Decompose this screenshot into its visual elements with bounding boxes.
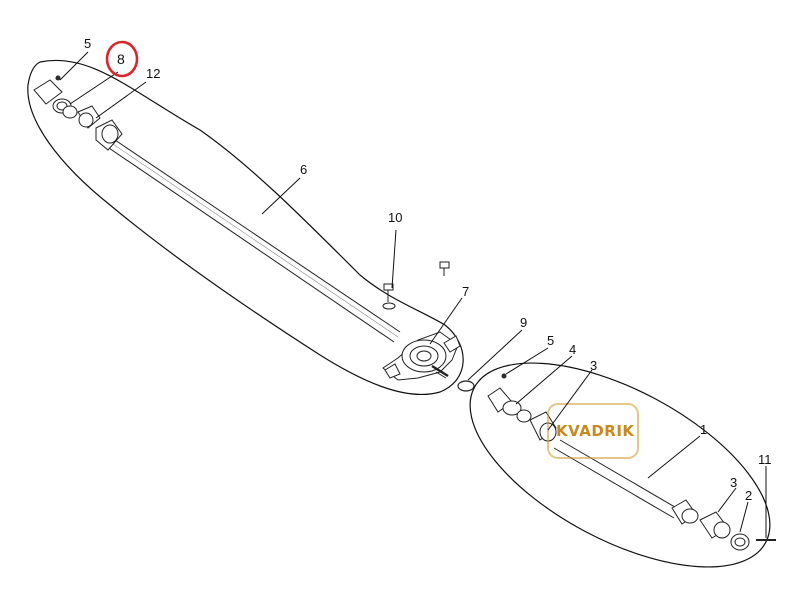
callout-3-upper: 3 <box>590 358 597 373</box>
callout-8: 8 <box>117 51 125 67</box>
rear-assembly-outline <box>469 362 771 568</box>
center-bearing <box>382 331 461 381</box>
callout-2: 2 <box>745 488 752 503</box>
callout-3-lower: 3 <box>730 475 737 490</box>
front-drive-shaft <box>105 137 401 343</box>
callout-9: 9 <box>520 315 527 330</box>
callout-5-rear: 5 <box>547 333 554 348</box>
kvadrik-watermark: KVADRIK <box>547 403 639 459</box>
callout-4: 4 <box>569 342 576 357</box>
callout-12: 12 <box>146 66 160 81</box>
rear-u-joints <box>487 373 776 551</box>
callout-5-front: 5 <box>84 36 91 51</box>
callout-1: 1 <box>700 422 707 437</box>
callout-6: 6 <box>300 162 307 177</box>
watermark-text: KVADRIK <box>556 422 635 440</box>
mounting-bolts <box>382 261 450 310</box>
snap-ring <box>457 380 475 392</box>
highlight-circle <box>105 40 139 78</box>
front-assembly-outline <box>27 59 464 396</box>
callout-11: 11 <box>758 452 772 467</box>
callout-7: 7 <box>462 284 469 299</box>
leader-lines <box>59 51 767 538</box>
callout-10: 10 <box>388 210 402 225</box>
rear-drive-shaft <box>553 439 681 519</box>
front-u-joint <box>33 75 123 151</box>
